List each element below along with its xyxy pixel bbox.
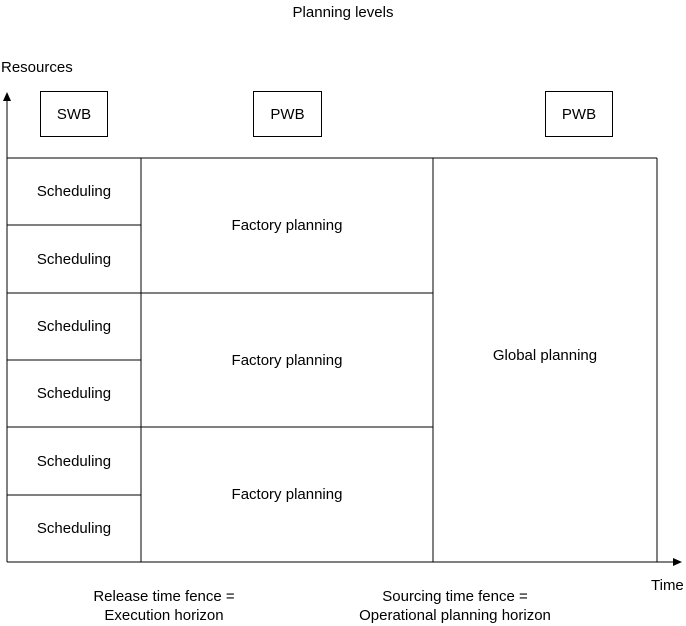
scheduling-cell: Scheduling [36,318,112,335]
scheduling-cell: Scheduling [36,385,112,402]
swb-box: SWB [40,91,108,137]
scheduling-cell: Scheduling [36,520,112,537]
scheduling-cell: Scheduling [36,183,112,200]
global-planning-cell: Global planning [492,346,598,364]
y-axis-label: Resources [1,59,73,76]
diagram-title: Planning levels [292,4,394,21]
scheduling-cell: Scheduling [36,250,112,268]
pwb-box-factory: PWB [253,91,322,137]
sourcing-fence-caption-line2: Operational planning horizon [359,607,551,624]
y-axis-arrowhead [3,92,11,101]
scheduling-cell: Scheduling [36,452,112,470]
sourcing-fence-caption-line1: Sourcing time fence = [382,588,528,605]
release-fence-caption-line2: Execution horizon [104,607,224,624]
factory-planning-cell: Factory planning [231,217,343,234]
factory-planning-cell: Factory planning [231,351,343,369]
release-fence-caption-line1: Release time fence = [93,588,235,605]
x-axis-label: Time [651,577,684,594]
x-axis-arrowhead [673,558,682,566]
factory-planning-cell: Factory planning [231,486,343,503]
pwb-box-global: PWB [545,91,613,137]
